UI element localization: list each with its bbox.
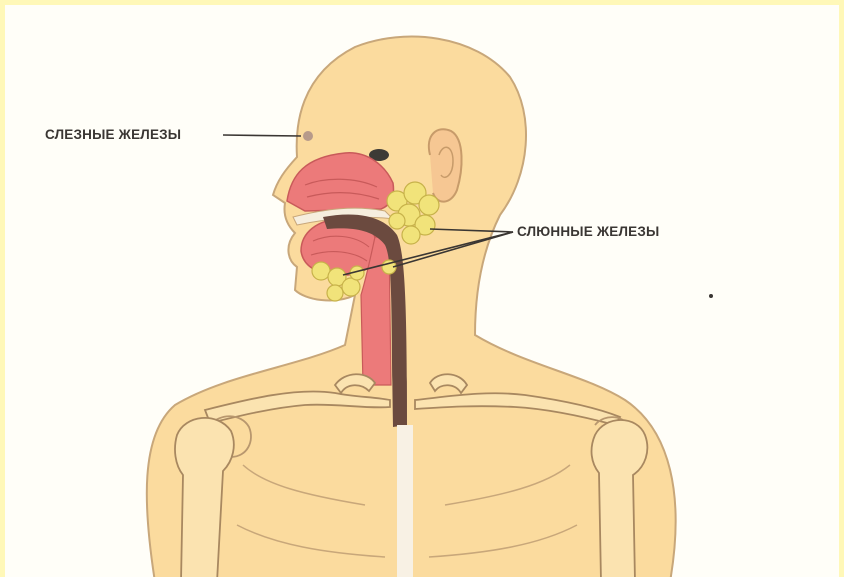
salivary-glands-label: СЛЮННЫЕ ЖЕЛЕЗЫ: [517, 224, 659, 239]
speck: [709, 294, 713, 298]
lacrimal-gland-dot: [303, 131, 313, 141]
lacrimal-leader: [223, 135, 301, 136]
lacrimal-glands-label: СЛЕЗНЫЕ ЖЕЛЕЗЫ: [45, 127, 181, 142]
ear: [429, 129, 462, 201]
trachea-lower: [397, 425, 413, 577]
anatomy-illustration: [5, 5, 844, 577]
